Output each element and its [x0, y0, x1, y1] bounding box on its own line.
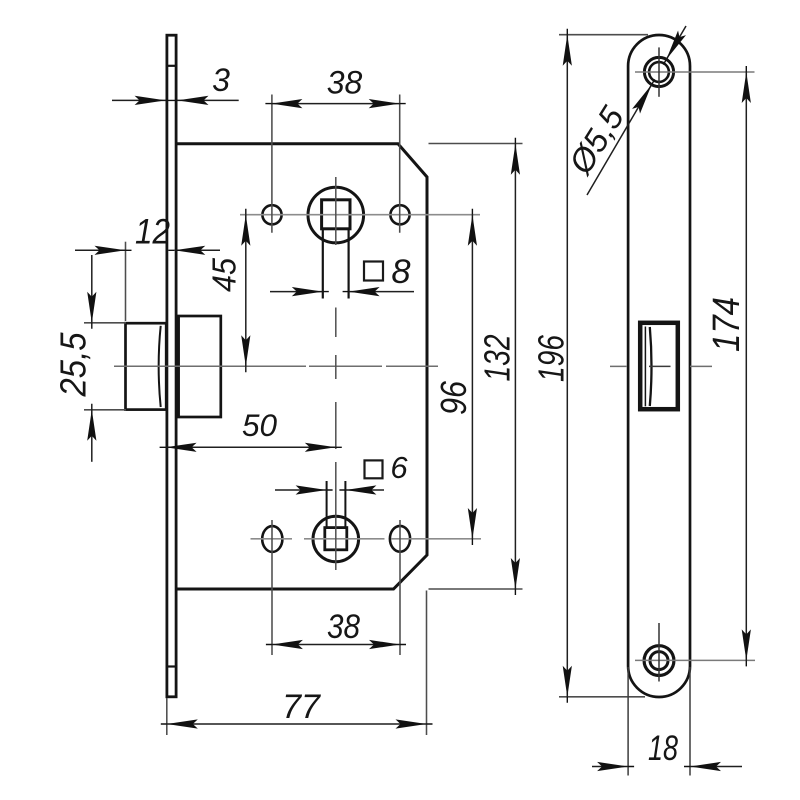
- svg-text:45: 45: [207, 258, 244, 292]
- svg-text:50: 50: [242, 407, 278, 443]
- svg-text:18: 18: [648, 728, 678, 768]
- svg-text:6: 6: [390, 450, 408, 485]
- svg-text:3: 3: [212, 62, 230, 98]
- svg-text:12: 12: [135, 212, 170, 251]
- svg-text:196: 196: [531, 334, 572, 382]
- svg-text:25,5: 25,5: [53, 332, 94, 398]
- svg-text:77: 77: [282, 688, 321, 726]
- svg-text:96: 96: [433, 380, 474, 415]
- svg-text:8: 8: [391, 253, 410, 291]
- svg-text:174: 174: [706, 297, 748, 352]
- svg-text:132: 132: [477, 335, 518, 382]
- svg-text:38: 38: [327, 65, 363, 101]
- svg-text:38: 38: [327, 608, 360, 646]
